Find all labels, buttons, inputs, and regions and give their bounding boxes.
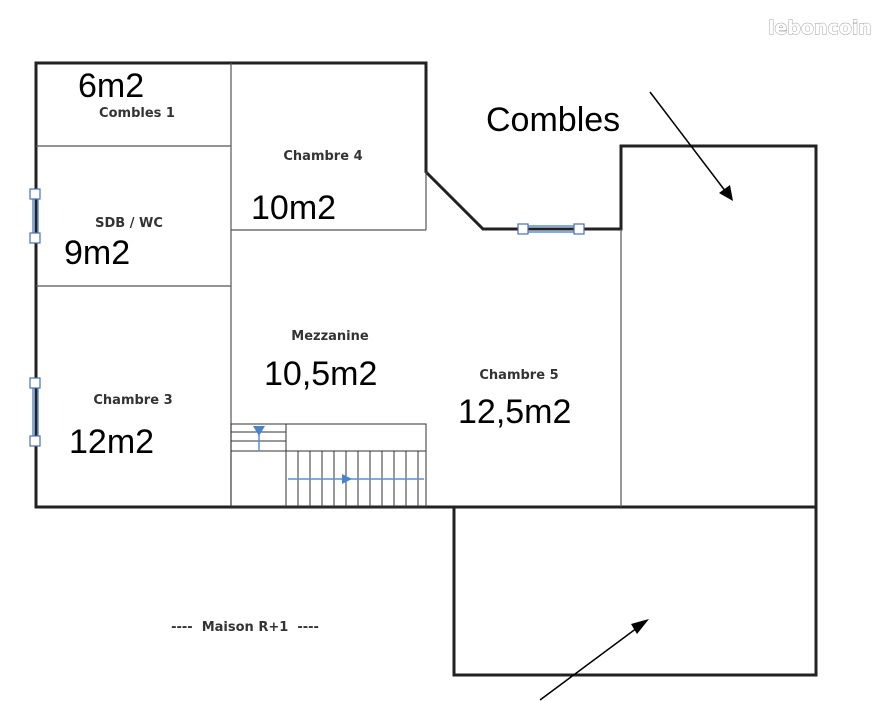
stair-arrow-right-icon <box>342 474 352 484</box>
leboncoin-watermark: leboncoin <box>768 17 872 39</box>
arrow-combles-bottom <box>539 619 649 701</box>
room-name-chambre-3: Chambre 3 <box>93 393 172 408</box>
staircase <box>230 423 427 508</box>
outer-walls <box>34 61 818 677</box>
plan-footer-label: ---- Maison R+1 ---- <box>171 620 319 635</box>
room-area-mezzanine: 10,5m2 <box>264 355 377 393</box>
combles-label: Combles <box>486 101 620 139</box>
room-area-chambre-5: 12,5m2 <box>458 393 571 431</box>
room-area-chambre-4: 10m2 <box>251 189 336 227</box>
room-name-mezzanine: Mezzanine <box>291 329 369 344</box>
arrow-combles-top <box>649 91 733 201</box>
room-name-combles-1: Combles 1 <box>99 106 175 121</box>
stair-arrow-down-icon <box>253 426 265 436</box>
window-chambre-5 <box>517 223 585 235</box>
room-area-chambre-3: 12m2 <box>69 423 154 461</box>
room-name-chambre-4: Chambre 4 <box>283 149 362 164</box>
room-area-combles-1: 6m2 <box>78 67 144 105</box>
room-name-chambre-5: Chambre 5 <box>479 368 558 383</box>
room-name-sdb-wc: SDB / WC <box>95 216 163 231</box>
window-sdb <box>29 188 41 244</box>
room-area-sdb-wc: 9m2 <box>64 234 130 272</box>
window-chambre-3 <box>29 377 41 447</box>
